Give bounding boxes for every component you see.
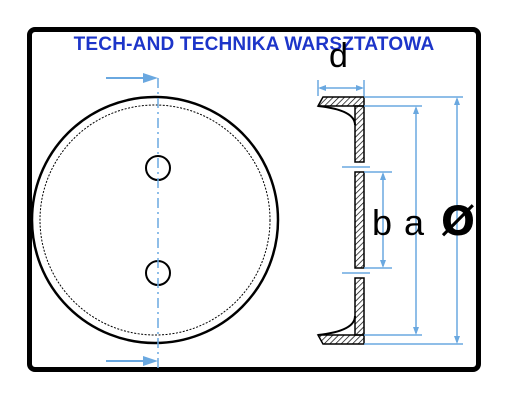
dimension-diameter	[364, 96, 463, 345]
dimension-d	[317, 80, 365, 96]
front-view	[30, 73, 280, 370]
drawing-title: TECH-AND TECHNIKA WARSZTATOWA	[73, 34, 435, 55]
bottom-flange	[316, 334, 365, 345]
label-b: b	[372, 202, 392, 243]
label-a: a	[404, 202, 425, 243]
label-d: d	[329, 37, 348, 75]
profile-curve-top	[317, 105, 356, 126]
profile-curve-bottom	[317, 315, 356, 336]
disc-outer-edge	[30, 95, 280, 345]
section-arrow-top	[106, 73, 158, 83]
top-flange	[316, 96, 365, 107]
drawing-frame	[27, 27, 481, 372]
dimension-a	[364, 105, 422, 336]
section-arrow-bottom	[106, 356, 158, 366]
web-lower	[354, 277, 365, 336]
dimension-b	[364, 171, 392, 269]
label-diameter: Ø	[441, 199, 475, 245]
web-upper	[354, 105, 365, 163]
section-view	[316, 96, 370, 345]
disc-inner-edge	[39, 104, 271, 336]
web-middle	[354, 171, 365, 269]
